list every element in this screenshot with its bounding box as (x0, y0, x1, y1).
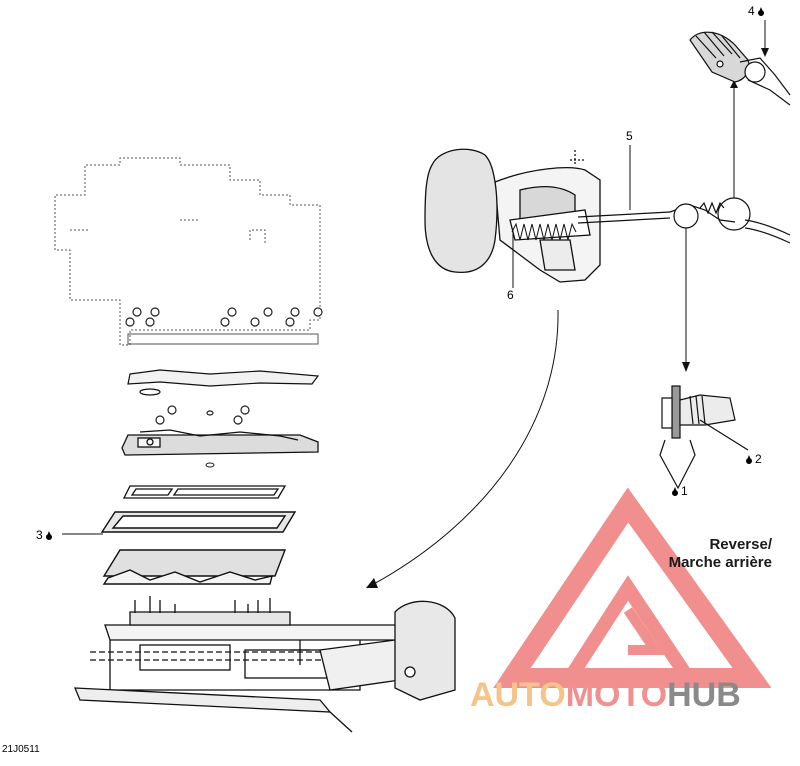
watermark-auto: AUTO (470, 676, 566, 714)
watermark-moto: MOTO (565, 676, 668, 714)
reverse-label-line-2: Marche arrière (668, 554, 772, 571)
oil-drop-icon (45, 531, 52, 540)
cable-boot (689, 31, 791, 106)
detail-circle-2 (673, 203, 699, 229)
callout-2: 2 (746, 452, 762, 466)
washer (205, 462, 215, 468)
curved-arrow (371, 309, 559, 586)
lower-engine-assembly (74, 596, 456, 733)
callout-4: 4 (748, 4, 764, 18)
oil-drop-icon (672, 487, 678, 496)
detail-circle-1 (717, 197, 751, 231)
air-box-gasket (122, 485, 287, 499)
engine-base-plate (127, 333, 319, 345)
oil-drop-icon (757, 7, 764, 16)
watermark-logo (493, 487, 772, 688)
valve-cover (121, 429, 319, 456)
top-gasket (127, 369, 320, 396)
air-filter (100, 511, 297, 533)
callout-2-number: 2 (755, 452, 762, 466)
cable-nut-detail (659, 385, 749, 490)
watermark-text: AUTOMOTOHUB (470, 676, 741, 715)
callout-3-number: 3 (36, 528, 43, 542)
cover-nuts (155, 405, 250, 425)
reverse-label-line-1: Reverse/ (709, 536, 772, 553)
callout-5: 5 (626, 129, 633, 143)
reverse-label: Reverse/ Marche arrière (632, 536, 772, 572)
reverse-handle-assembly (424, 148, 601, 283)
oil-drop-icon (746, 455, 752, 464)
return-spring (511, 222, 577, 241)
callout-1-number: 1 (681, 484, 688, 498)
filter-tray (102, 549, 287, 585)
figure-code: 21J0511 (2, 744, 40, 755)
callout-4-number: 4 (748, 4, 755, 18)
callout-3: 3 (36, 528, 52, 542)
callout-6: 6 (507, 288, 514, 302)
mounting-nuts (125, 307, 323, 327)
watermark-hub: HUB (667, 676, 741, 714)
callout-1: 1 (672, 484, 688, 498)
engine-outline (54, 157, 321, 346)
